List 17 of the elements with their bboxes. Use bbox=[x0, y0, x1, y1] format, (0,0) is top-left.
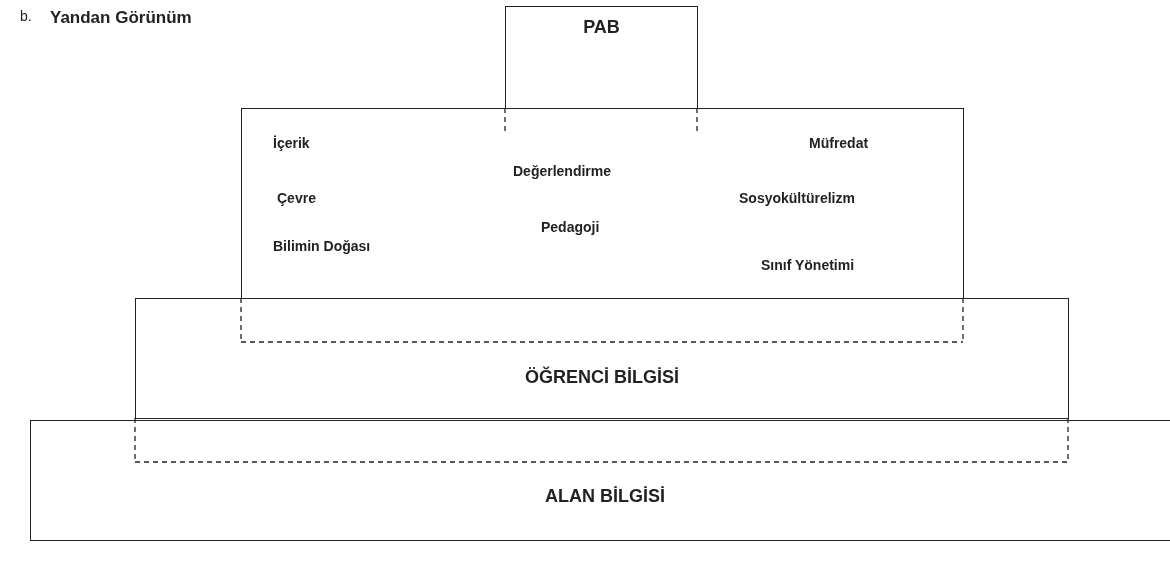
topic-label: Değerlendirme bbox=[513, 163, 612, 179]
base-block bbox=[30, 420, 1170, 541]
block-title: PAB bbox=[582, 17, 621, 38]
block-title: ÖĞRENCİ BİLGİSİ bbox=[524, 367, 680, 388]
topic-label: Müfredat bbox=[809, 135, 869, 151]
topic-label: Sosyokültürelizm bbox=[739, 190, 855, 206]
topic-label: Pedagoji bbox=[541, 219, 600, 235]
topic-label: İçerik bbox=[273, 135, 310, 151]
view-heading: Yandan Görünüm bbox=[50, 8, 192, 28]
middle-block bbox=[241, 108, 964, 299]
lower-block bbox=[135, 298, 1069, 419]
list-marker: b. bbox=[20, 8, 32, 24]
topic-label: Bilimin Doğası bbox=[273, 238, 371, 254]
top-block bbox=[505, 6, 698, 109]
topic-label: Sınıf Yönetimi bbox=[761, 257, 855, 273]
topic-label: Çevre bbox=[277, 190, 316, 206]
block-title: ALAN BİLGİSİ bbox=[544, 486, 666, 507]
